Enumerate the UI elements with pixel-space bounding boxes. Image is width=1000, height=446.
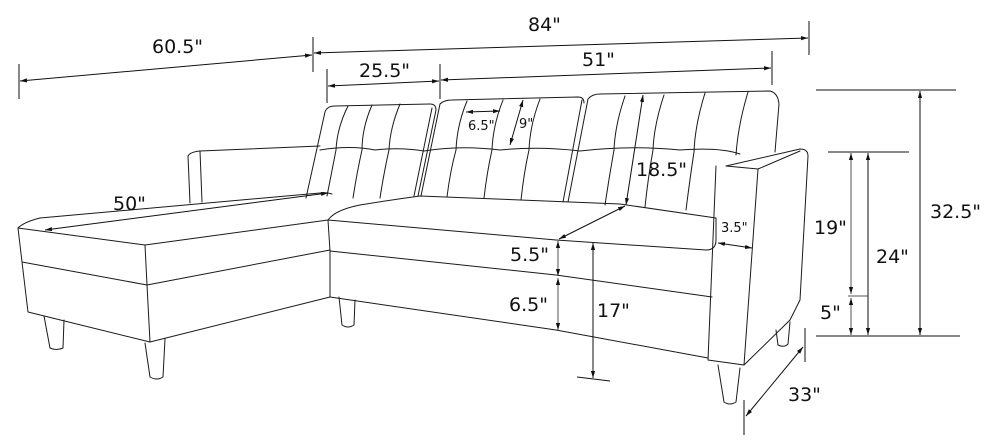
label-tuft-width: 6.5"	[468, 119, 495, 134]
label-seat-base-thickness: 6.5"	[509, 294, 548, 316]
label-arm-height: 24"	[876, 246, 909, 268]
label-total-width: 84"	[528, 14, 561, 36]
label-arm-height-above-leg: 19"	[814, 217, 847, 239]
dimension-lines	[18, 21, 960, 435]
label-overall-height: 32.5"	[930, 201, 982, 223]
label-chaise-length: 50"	[113, 193, 146, 215]
label-depth: 33"	[788, 384, 821, 406]
label-left-back-cushion-width: 25.5"	[359, 60, 411, 82]
label-tuft-height: 9"	[519, 117, 534, 132]
label-chaise-width: 60.5"	[152, 36, 204, 58]
label-seat-cushion-thickness: 5.5"	[510, 244, 549, 266]
label-back-cushion-height: 18.5"	[636, 159, 688, 181]
sofa-outline	[17, 90, 809, 405]
label-arm-width: 3.5"	[721, 221, 748, 236]
label-leg-height: 5"	[820, 302, 841, 324]
label-right-back-cushion-width: 51"	[582, 49, 615, 71]
label-seat-height: 17"	[597, 300, 630, 322]
